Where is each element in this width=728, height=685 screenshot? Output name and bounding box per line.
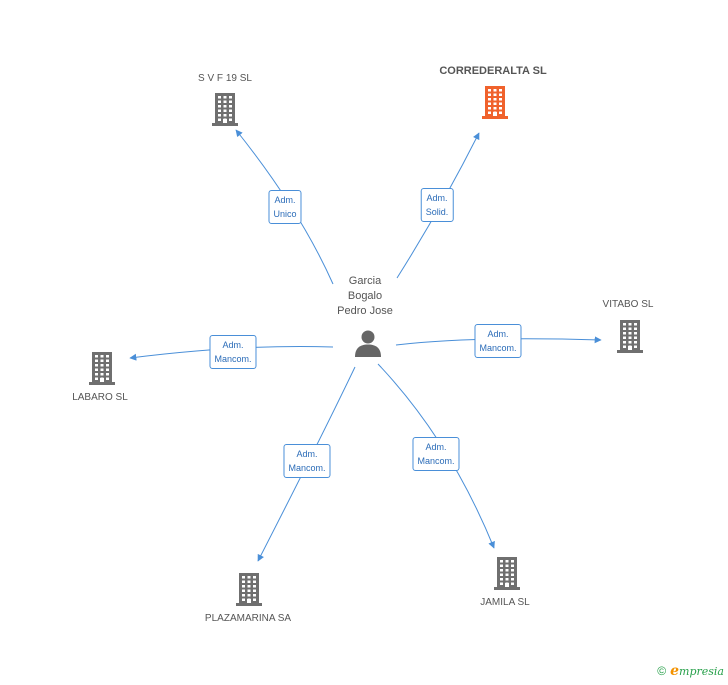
role-badge-plazamarina[interactable]: Adm. Mancom.	[283, 444, 331, 478]
building-icon-plazamarina[interactable]	[236, 572, 262, 611]
footer-brand: © empresia	[657, 663, 724, 679]
building-icon-svf19[interactable]	[212, 92, 238, 131]
role-badge-line: Adm.	[222, 340, 244, 350]
brand-name: mpresia	[679, 665, 724, 678]
building-icon-jamila[interactable]	[494, 556, 520, 595]
building-icon-correderalta[interactable]	[482, 85, 508, 124]
company-name-plazamarina[interactable]: PLAZAMARINA SA	[204, 613, 292, 624]
role-badge-line: Mancom.	[479, 343, 517, 353]
role-badge-labaro[interactable]: Adm. Mancom.	[209, 335, 257, 369]
role-badge-svf19[interactable]: Adm. Unico	[268, 190, 302, 224]
role-badge-vitabo[interactable]: Adm. Mancom.	[474, 324, 522, 358]
brand-logo[interactable]: empresia	[670, 663, 724, 679]
role-badge-line: Mancom.	[417, 456, 455, 466]
role-badge-line: Unico	[273, 209, 297, 219]
building-icon-labaro[interactable]	[89, 351, 115, 390]
company-name-correderalta[interactable]: CORREDERALTA SL	[439, 65, 547, 77]
company-name-labaro[interactable]: LABARO SL	[72, 392, 128, 403]
person-name-line-1: Garcia	[348, 275, 382, 287]
company-name-vitabo[interactable]: VITABO SL	[602, 299, 654, 310]
role-badge-line: Adm.	[426, 193, 448, 203]
person-name-line-3: Pedro Jose	[337, 305, 393, 317]
role-badge-jamila[interactable]: Adm. Mancom.	[412, 437, 460, 471]
role-badge-line: Mancom.	[214, 354, 252, 364]
role-badge-line: Adm.	[274, 195, 296, 205]
company-name-svf19[interactable]: S V F 19 SL	[198, 73, 252, 84]
person-name-line-2: Bogalo	[347, 290, 383, 302]
copyright-symbol: ©	[657, 664, 667, 678]
role-badge-line: Mancom.	[288, 463, 326, 473]
role-badge-line: Adm.	[425, 442, 447, 452]
building-icon-vitabo[interactable]	[617, 319, 643, 358]
role-badge-line: Adm.	[487, 329, 509, 339]
company-name-jamila[interactable]: JAMILA SL	[480, 597, 530, 608]
role-badge-line: Adm.	[296, 449, 318, 459]
brand-initial: e	[670, 663, 680, 679]
role-badge-correderalta[interactable]: Adm. Solid.	[420, 188, 454, 222]
person-icon[interactable]	[354, 329, 382, 362]
person-name[interactable]: Garcia Bogalo Pedro Jose	[337, 274, 393, 319]
role-badge-line: Solid.	[425, 207, 449, 217]
